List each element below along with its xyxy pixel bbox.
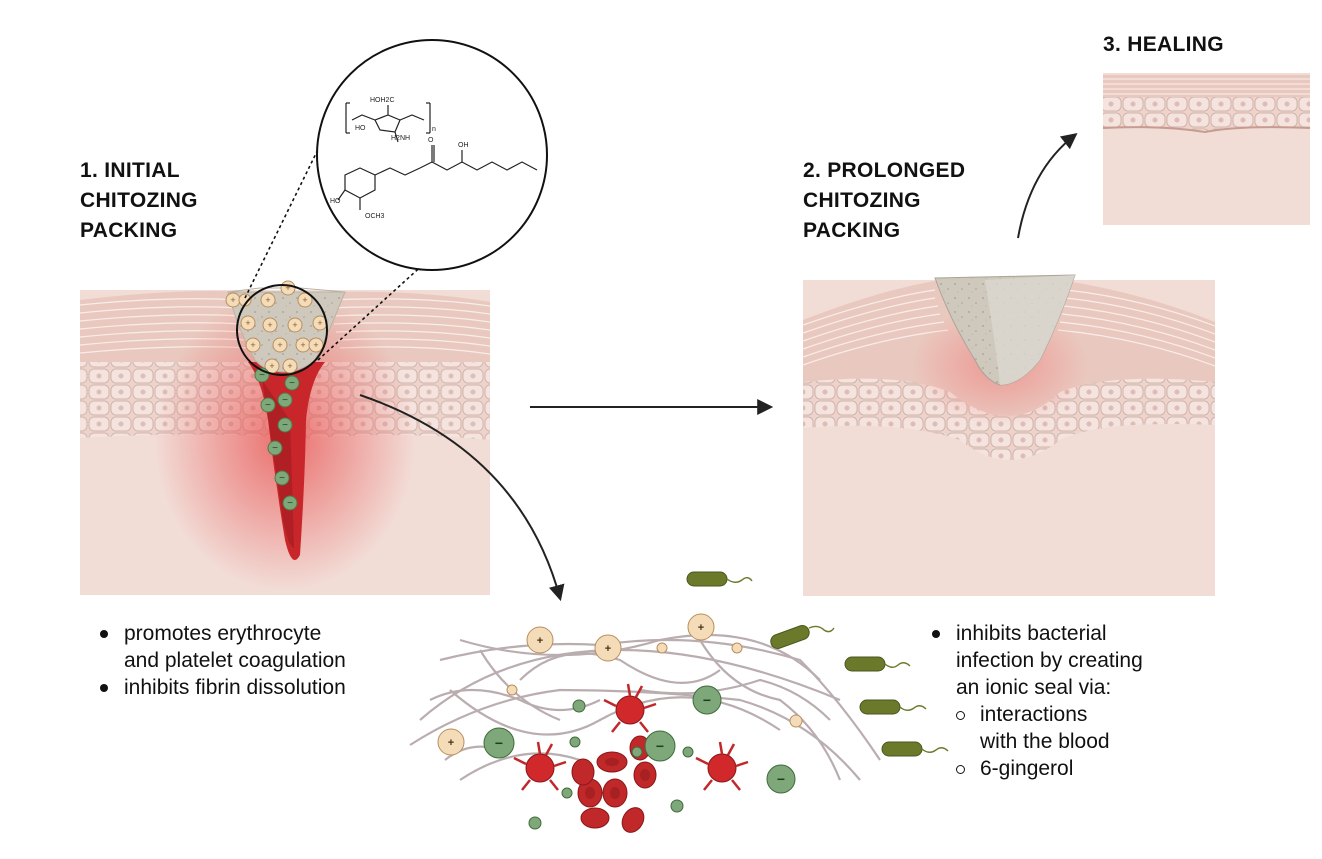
svg-text:−: − (279, 473, 285, 484)
svg-text:O: O (428, 137, 434, 144)
arrow-to-detail (359, 394, 565, 602)
svg-text:−: − (289, 378, 295, 389)
bullet-item: inhibits bacterial infection by creating… (924, 620, 1254, 701)
svg-text:+: + (245, 318, 250, 328)
svg-text:−: − (656, 738, 664, 754)
bullet-item: promotes erythrocyte and platelet coagul… (92, 620, 432, 674)
svg-text:H2NH: H2NH (391, 135, 410, 142)
chitosan-particles-detail: + + + + (437, 613, 803, 756)
svg-text:+: + (287, 361, 292, 371)
skin-panel-healing (1102, 73, 1311, 225)
svg-text:−: − (282, 395, 288, 406)
svg-text:n: n (432, 126, 436, 133)
negative-particles-initial: −− −− −− −− (254, 367, 300, 511)
svg-text:+: + (605, 643, 611, 655)
svg-text:+: + (250, 340, 255, 350)
skin-panel-prolonged (802, 274, 1216, 596)
stage-title-initial: 1. INITIAL CHITOZING PACKING (80, 159, 198, 242)
svg-text:HOH2C: HOH2C (370, 97, 395, 104)
svg-text:+: + (265, 295, 270, 305)
svg-text:+: + (302, 295, 307, 305)
right-bullet-list: inhibits bacterial infection by creating… (924, 620, 1254, 782)
sub-bullet-item: 6-gingerol (948, 755, 1254, 782)
bacterium (686, 571, 728, 587)
negative-particles-detail: − − − − (483, 685, 796, 830)
svg-text:+: + (285, 283, 290, 293)
platelets (525, 695, 737, 783)
sub-bullet-list: interactions with the blood 6-gingerol (948, 701, 1254, 782)
arrow-to-healing (1017, 133, 1078, 239)
svg-text:+: + (313, 340, 318, 350)
svg-text:+: + (267, 320, 272, 330)
bacterium (770, 625, 810, 649)
skin-panel-initial (79, 287, 491, 595)
svg-text:OCH3: OCH3 (365, 213, 385, 220)
stage-title-healing: 3. HEALING (1103, 33, 1224, 56)
svg-text:HO: HO (355, 125, 366, 132)
svg-text:−: − (287, 498, 293, 509)
svg-text:+: + (230, 295, 235, 305)
svg-text:−: − (265, 400, 271, 411)
svg-text:+: + (277, 340, 282, 350)
svg-text:−: − (703, 692, 711, 708)
chitosan-particles-initial: ++ ++ ++ ++ ++ ++ ++ (225, 280, 328, 374)
bacterium (859, 699, 901, 715)
svg-text:−: − (777, 771, 785, 787)
red-blood-cells (571, 735, 657, 833)
svg-text:−: − (259, 370, 265, 381)
svg-text:+: + (292, 320, 297, 330)
chemical-structure-circle: HOH2C HO H2NH O HO OCH3 OH n (316, 39, 548, 271)
left-bullet-list: promotes erythrocyte and platelet coagul… (92, 620, 432, 701)
bacterium (844, 656, 886, 672)
svg-text:OH: OH (458, 142, 469, 149)
bacterium (881, 741, 923, 757)
svg-text:+: + (448, 737, 454, 749)
magnifier-lens (236, 124, 471, 376)
platelet-spikes (513, 683, 749, 791)
svg-text:−: − (282, 420, 288, 431)
stage-title-prolonged: 2. PROLONGED CHITOZING PACKING (803, 159, 966, 242)
bullet-item: inhibits fibrin dissolution (92, 674, 432, 701)
svg-text:+: + (537, 635, 543, 647)
svg-text:+: + (269, 361, 274, 371)
sub-bullet-item: interactions with the blood (948, 701, 1254, 755)
arrows (359, 133, 1078, 602)
chem-labels: HOH2C HO H2NH O HO OCH3 OH n (330, 97, 469, 220)
svg-text:+: + (300, 340, 305, 350)
svg-text:−: − (272, 443, 278, 454)
bacteria (686, 571, 949, 757)
svg-text:HO: HO (330, 198, 341, 205)
svg-text:+: + (698, 622, 704, 634)
svg-text:+: + (317, 318, 322, 328)
svg-text:−: − (495, 735, 503, 751)
